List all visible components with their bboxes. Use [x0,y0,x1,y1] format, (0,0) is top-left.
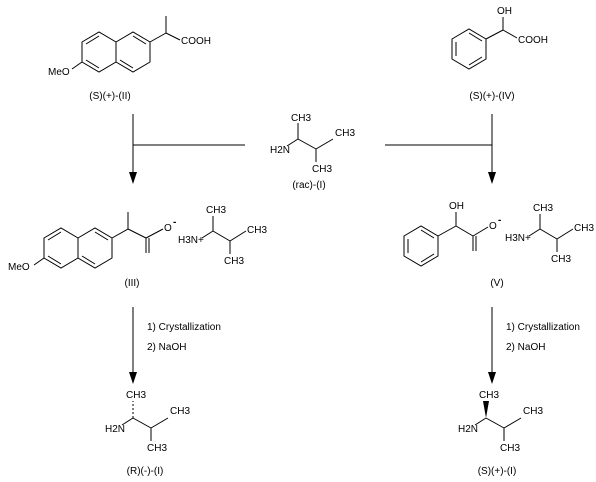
amine-r-methyl-top: CH3 [126,390,146,401]
methyl-label: CH3 [291,113,311,124]
condition-left-step2: 2) NaOH [147,342,186,353]
methyl-label: CH3 [523,406,543,417]
mandelic-oh-atom: OH [497,6,512,17]
amine-r-methyl-bottom: CH3 [147,443,167,454]
salt-mandelic-methyl-top: CH3 [533,203,553,214]
amine-rac-methyl-top: CH3 [291,113,311,124]
naproxen-methoxy-atom: MeO [48,67,70,78]
methyl-label: CH3 [147,443,167,454]
methyl-label: CH3 [479,390,499,401]
salt-naproxen-label: (III) [125,278,140,289]
salt-mandelic-label: (V) [490,278,503,289]
salt-naproxen-charge: - [173,217,176,228]
salt-mandelic-oh-atom: OH [449,201,464,212]
salt-mandelic-methyl-bottom: CH3 [551,254,571,265]
salt-naproxen-methyl-right: CH3 [247,225,267,236]
salt-naproxen-methyl-bottom: CH3 [224,256,244,267]
salt-naproxen-o-atom: O [164,223,172,234]
compound-salt-mandelic: OH O - H3N+ CH3 CH3 CH3 (V) [403,201,594,289]
condition-right-step1: 1) Crystallization [506,322,580,333]
arrow-right-top [488,114,496,184]
methyl-label: CH3 [335,128,355,139]
condition-left-step1: 1) Crystallization [147,322,221,333]
arrow-left-bottom [129,307,137,384]
compound-salt-naproxen: O - MeO H3N+ CH3 CH3 CH3 (III) [8,205,267,289]
naproxen-acid-atom: COOH [181,36,211,47]
methyl-label: CH3 [551,254,571,265]
condition-right-step2: 2) NaOH [506,342,545,353]
arrow-right-bottom [488,307,496,384]
methyl-label: CH3 [500,443,520,454]
methyl-label: CH3 [170,406,190,417]
arrow-left-top [129,114,137,184]
naproxen-label: (S)(+)-(II) [89,91,130,102]
methyl-label: CH3 [224,256,244,267]
mandelic-label: (S)(+)-(IV) [469,91,514,102]
methyl-label: CH3 [533,203,553,214]
amine-r-label: (R)(-)-(I) [127,466,164,477]
salt-mandelic-o-atom: O [489,221,497,232]
salt-mandelic-charge: - [498,215,501,226]
amine-rac-label: (rac)-(I) [292,180,325,191]
amine-s-label: (S)(+)-(I) [478,466,517,477]
salt-naproxen-methyl-top: CH3 [206,205,226,216]
compound-mandelic: OH COOH (S)(+)-(IV) [451,6,548,102]
compound-amine-r: H2N CH3 CH3 CH3 (R)(-)-(I) [105,390,190,477]
amine-r-methyl-right: CH3 [170,406,190,417]
methyl-label: CH3 [206,205,226,216]
methyl-label: CH3 [312,164,332,175]
amine-s-methyl-right: CH3 [523,406,543,417]
amine-r-nh2-atom: H2N [105,424,125,435]
salt-mandelic-methyl-right: CH3 [574,223,594,234]
amine-s-nh2-atom: H2N [458,424,478,435]
amine-s-methyl-bottom: CH3 [500,443,520,454]
methyl-label: CH3 [126,390,146,401]
salt-mandelic-ammonium-atom: H3N+ [505,233,531,244]
salt-naproxen-methoxy-atom: MeO [8,262,30,273]
compound-naproxen: COOH MeO (S)(+)-(II) [48,16,211,102]
mandelic-acid-atom: COOH [518,35,548,46]
amine-rac-methyl-bottom: CH3 [312,164,332,175]
compound-amine-rac: H2N CH3 CH3 CH3 (rac)-(I) [270,113,355,191]
amine-rac-nh2-atom: H2N [270,145,290,156]
salt-naproxen-ammonium-atom: H3N+ [178,235,204,246]
methyl-label: CH3 [247,225,267,236]
compound-amine-s: H2N CH3 CH3 CH3 (S)(+)-(I) [458,390,543,477]
amine-s-methyl-top: CH3 [479,390,499,401]
methyl-label: CH3 [574,223,594,234]
amine-rac-methyl-right: CH3 [335,128,355,139]
